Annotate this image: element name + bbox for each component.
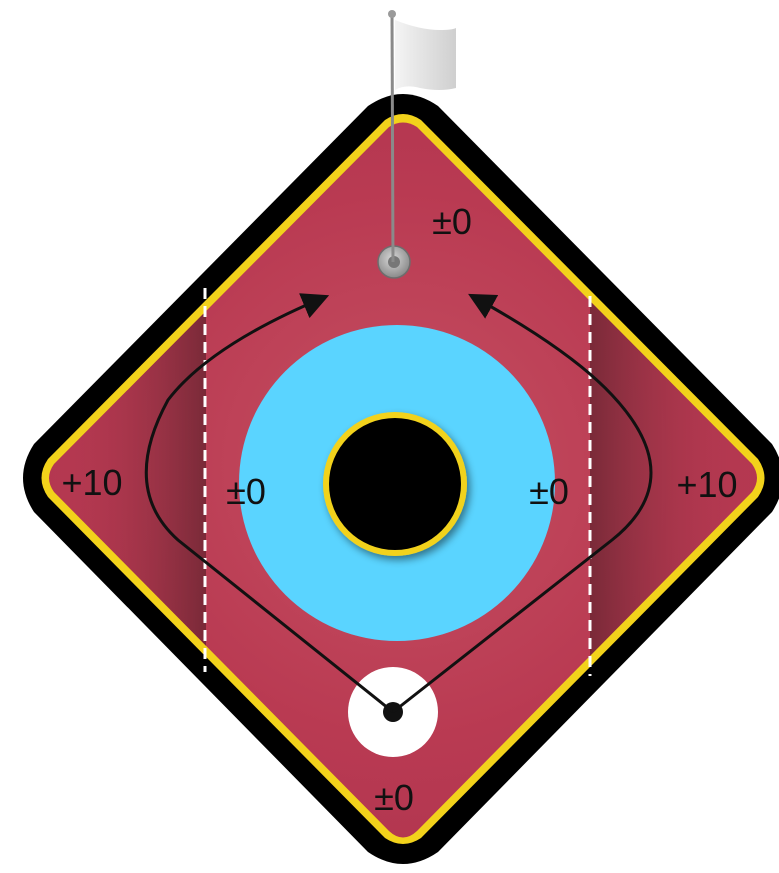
score-label-top: ±0 bbox=[432, 201, 472, 242]
score-label-bottom: ±0 bbox=[374, 777, 414, 818]
score-label-right-inner: ±0 bbox=[529, 471, 569, 512]
score-label-right-outer: +10 bbox=[676, 464, 737, 505]
score-label-left-inner: ±0 bbox=[226, 471, 266, 512]
score-label-left-outer: +10 bbox=[61, 462, 122, 503]
center-cup-inner bbox=[329, 418, 461, 550]
